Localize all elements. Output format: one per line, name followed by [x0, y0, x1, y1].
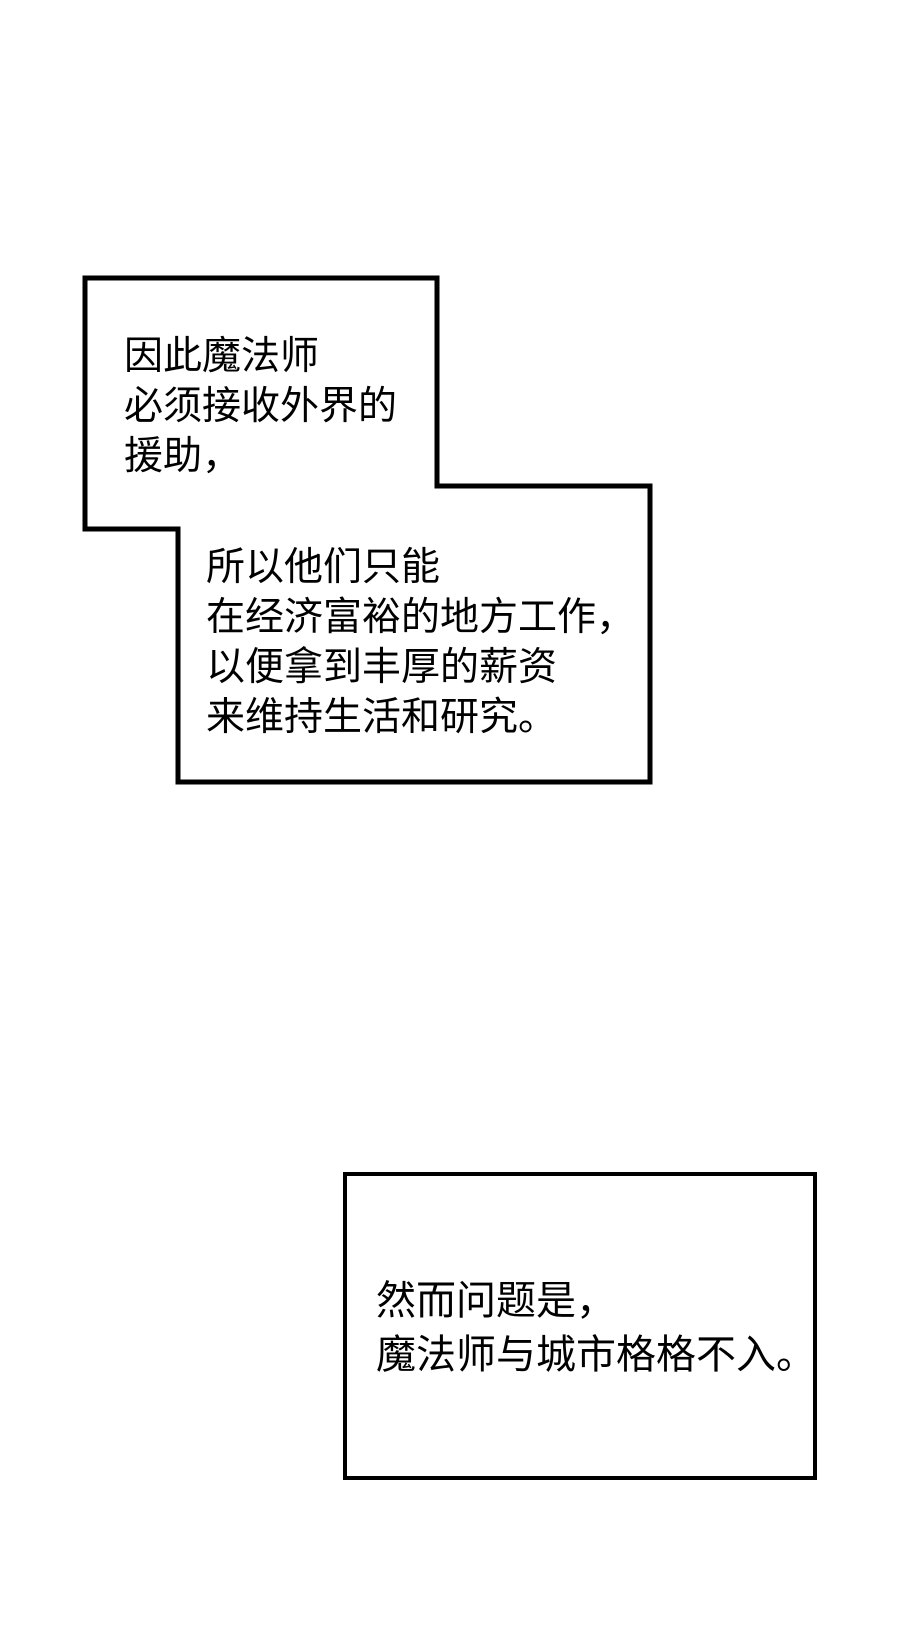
- dialogue-line: 魔法师与城市格格不入。: [376, 1332, 816, 1377]
- dialogue-text-top: 因此魔法师 必须接收外界的 援助，: [124, 332, 397, 482]
- dialogue-line: 必须接收外界的: [124, 385, 398, 428]
- dialogue-line: 以便拿到丰厚的薪资: [206, 646, 558, 689]
- dialogue-line: 然而问题是，: [376, 1278, 616, 1323]
- top-speech-bubble-group: [82, 275, 653, 785]
- dialogue-line: 在经济富裕的地方工作，: [206, 596, 636, 639]
- top-speech-bubble-outline: [82, 275, 653, 785]
- dialogue-line: 所以他们只能: [206, 546, 441, 589]
- dialogue-line: 来维持生活和研究。: [206, 696, 558, 739]
- dialogue-line: 援助，: [124, 435, 242, 478]
- dialogue-line: 因此魔法师: [124, 335, 320, 378]
- bottom-speech-bubble: [343, 1172, 817, 1480]
- dialogue-text-bottom: 然而问题是， 魔法师与城市格格不入。: [376, 1274, 816, 1382]
- dialogue-text-middle: 所以他们只能 在经济富裕的地方工作， 以便拿到丰厚的薪资 来维持生活和研究。: [206, 543, 635, 743]
